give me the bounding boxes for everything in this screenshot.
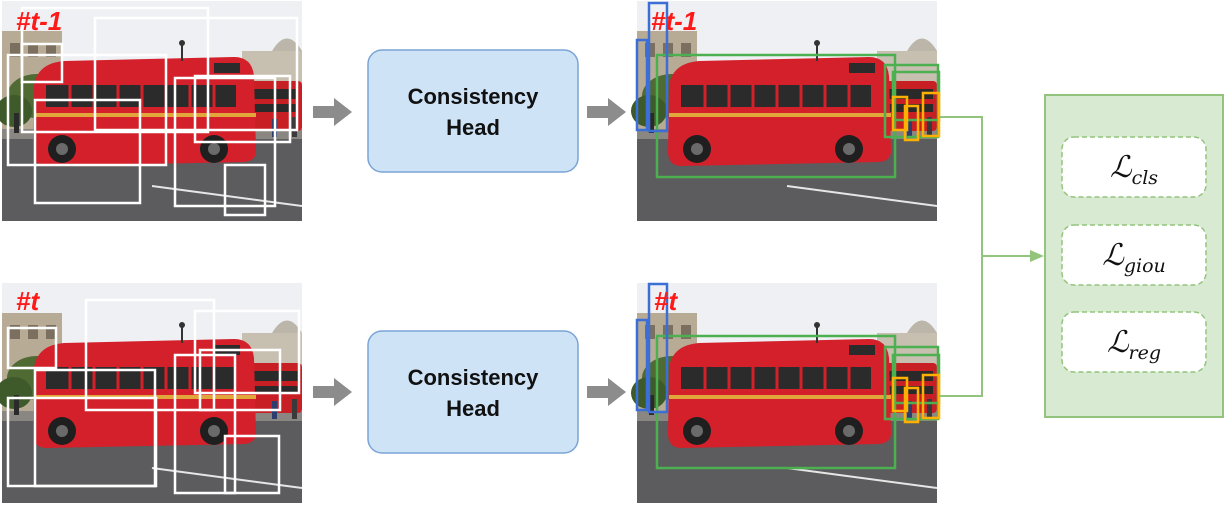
loss-reg: ℒreg — [1061, 311, 1207, 373]
consistency-head-top: Consistency Head — [367, 49, 579, 173]
arrow-to-head-top — [313, 98, 352, 126]
head-top-line2: Head — [446, 115, 500, 140]
svg-text:ℒreg: ℒreg — [1107, 325, 1161, 364]
proposal-boxes — [6, 298, 301, 495]
consistency-head-bottom: Consistency Head — [367, 330, 579, 454]
arrow-to-head-bottom — [313, 378, 352, 406]
svg-text:ℒgiou: ℒgiou — [1102, 238, 1166, 277]
frame-label-current: #t — [16, 286, 40, 316]
head-bottom-line1: Consistency — [408, 365, 540, 390]
loss-giou: ℒgiou — [1061, 224, 1207, 286]
detection-boxes — [635, 1, 941, 179]
connector-arrowhead — [1030, 250, 1044, 262]
input-frame-current: #t — [0, 281, 304, 505]
output-label-previous: #t-1 — [651, 6, 697, 36]
loss-connector — [939, 116, 1032, 397]
arrow-from-head-top — [587, 98, 626, 126]
arrow-from-head-bottom — [587, 378, 626, 406]
detection-boxes — [635, 282, 941, 470]
output-frame-current: #t — [629, 281, 941, 505]
loss-cls: ℒcls — [1061, 136, 1207, 198]
head-bottom-line2: Head — [446, 396, 500, 421]
loss-panel: ℒcls ℒgiou ℒreg — [1044, 94, 1224, 418]
proposal-boxes — [6, 6, 299, 217]
svg-text:ℒcls: ℒcls — [1110, 150, 1158, 189]
output-frame-previous: #t-1 — [629, 0, 941, 223]
frame-label-previous: #t-1 — [16, 6, 62, 36]
input-frame-previous: #t-1 — [0, 0, 304, 223]
output-label-current: #t — [654, 286, 678, 316]
head-top-line1: Consistency — [408, 84, 540, 109]
